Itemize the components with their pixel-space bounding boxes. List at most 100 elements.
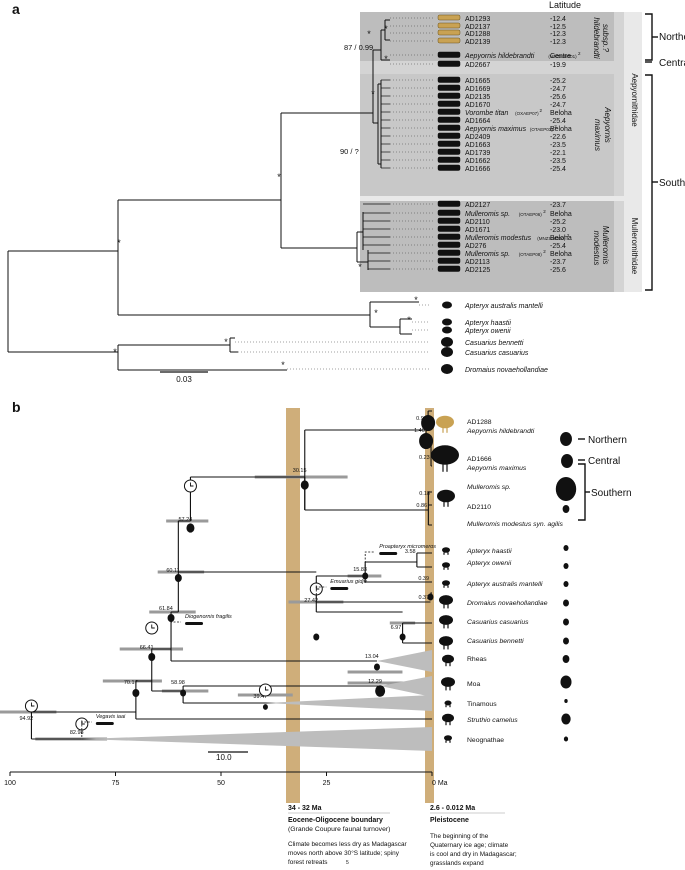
taxon-name-a: AD2127 bbox=[465, 202, 490, 209]
region-central-a: Central bbox=[659, 58, 685, 69]
axis-tick-label: 75 bbox=[112, 780, 120, 787]
support-87: 87 / 0.99 bbox=[344, 43, 373, 52]
branch-casuar bbox=[117, 344, 287, 371]
body bbox=[431, 445, 459, 465]
node-age: 12.29 bbox=[368, 679, 382, 685]
latitude-value: -25.2 bbox=[550, 78, 566, 85]
bone-icon bbox=[437, 217, 461, 224]
latitude-header: Latitude bbox=[549, 0, 581, 10]
node-age: 0.23 bbox=[419, 455, 430, 461]
event1-sub2: (Grande Coupure faunal turnover) bbox=[288, 826, 390, 833]
event2-line1: The beginning of the bbox=[430, 833, 489, 840]
rate-node-dot bbox=[148, 652, 156, 662]
event1-line1: Climate becomes less dry as Madagascar bbox=[288, 841, 408, 848]
branch-casuarius bbox=[229, 337, 238, 353]
support-asterisk: * bbox=[371, 89, 375, 99]
emu-icon bbox=[441, 364, 453, 374]
rate-node-dot bbox=[421, 414, 436, 432]
latitude-value: -23.0 bbox=[550, 227, 566, 234]
taxon-name-a: AD1666 bbox=[465, 166, 490, 173]
reference-sup: 2 bbox=[554, 124, 557, 129]
branch-root bbox=[30, 711, 136, 740]
body-size-dot bbox=[560, 432, 572, 446]
taxon-name-a: AD1739 bbox=[465, 150, 490, 157]
body bbox=[442, 562, 450, 568]
node-age: 3.58 bbox=[405, 549, 416, 555]
reference-sup: 2 bbox=[543, 249, 546, 254]
label-mulleromis: Mulleromis bbox=[601, 226, 610, 265]
branch-apteryx-2 bbox=[399, 318, 412, 335]
body-size-dot bbox=[563, 581, 569, 587]
clock-icon bbox=[258, 683, 272, 697]
latitude-value: -12.3 bbox=[550, 39, 566, 46]
node-age: 13.04 bbox=[365, 654, 379, 660]
region-southern-a: Southern bbox=[659, 178, 685, 189]
tip-name-b: Apteryx australis mantelli bbox=[466, 581, 543, 588]
support-90: 90 / ? bbox=[340, 147, 359, 156]
reference-sup: 2 bbox=[567, 233, 570, 238]
node-age: 66.41 bbox=[140, 645, 154, 651]
node-age: 82.98 bbox=[70, 730, 84, 736]
support-asterisk: * bbox=[384, 54, 388, 64]
body-size-dot bbox=[562, 505, 570, 513]
fossil-branch bbox=[81, 721, 92, 737]
clock-icon bbox=[145, 621, 159, 635]
reference-sup: 2 bbox=[543, 209, 546, 214]
specimen-code: (OTAEP03) bbox=[530, 127, 553, 132]
fossil-name: Proapteryx micromeros bbox=[379, 544, 436, 550]
clock-icon bbox=[183, 479, 197, 493]
rate-node-dot bbox=[427, 593, 434, 601]
panel-b-label: b bbox=[12, 399, 21, 415]
clock-hands bbox=[151, 624, 155, 629]
ostrich-icon bbox=[442, 713, 454, 726]
taxon-name-a: AD1665 bbox=[465, 78, 490, 85]
latitude-value: Beloha bbox=[550, 211, 572, 218]
outgroup-name: Dromaius novaehollandiae bbox=[465, 367, 548, 374]
bone-icon bbox=[437, 209, 461, 216]
taxon-name-a: AD2137 bbox=[465, 24, 490, 31]
rate-node-dot bbox=[375, 685, 386, 697]
latitude-value: Beloha bbox=[550, 126, 572, 133]
label-aepyornithidae: Aepyornithidae bbox=[630, 73, 639, 127]
taxon-name-a: AD2135 bbox=[465, 94, 490, 101]
rate-node-dot bbox=[180, 689, 187, 697]
rate-node-dot bbox=[167, 613, 175, 623]
clock-hands bbox=[264, 686, 269, 691]
outgroup-name: Casuarius casuarius bbox=[465, 350, 529, 357]
region-brackets-a bbox=[645, 13, 658, 291]
taxon-name-a: AD2409 bbox=[465, 134, 490, 141]
panel-a-label: a bbox=[12, 1, 20, 17]
tip-name-b: Casuarius casuarius bbox=[467, 619, 529, 626]
latitude-value: -23.7 bbox=[550, 202, 566, 209]
axis-tick-label: 25 bbox=[323, 780, 331, 787]
taxon-name-a: Mulleromis sp. bbox=[465, 211, 510, 218]
tip-name-b: Tinamous bbox=[467, 701, 497, 708]
cassowary-icon bbox=[441, 337, 453, 347]
taxon-name-a: AD1293 bbox=[465, 16, 490, 23]
cassowary-icon bbox=[441, 347, 453, 357]
axis-tick-label: 50 bbox=[217, 780, 225, 787]
taxon-name-a: AD1663 bbox=[465, 142, 490, 149]
kiwi-icon bbox=[442, 562, 450, 570]
body bbox=[439, 615, 453, 625]
taxon-name-a: AD2667 bbox=[465, 62, 490, 69]
tip-name-b: Casuarius bennetti bbox=[467, 638, 524, 645]
region-southern-b: Southern bbox=[591, 488, 632, 499]
bone-icon bbox=[437, 37, 461, 44]
body bbox=[442, 580, 450, 586]
event-eocene-oligocene: 34 - 32 Ma Eocene-Oligocene boundary (Gr… bbox=[288, 805, 408, 866]
branch-mid bbox=[177, 520, 317, 612]
body-size-dot bbox=[555, 477, 577, 501]
body bbox=[444, 735, 452, 741]
body bbox=[441, 677, 455, 687]
tip-name-b: Dromaius novaehollandiae bbox=[467, 600, 548, 607]
fossil-bone-icon bbox=[185, 622, 204, 625]
fossil-name: Vegavis iaai bbox=[96, 714, 126, 720]
tree-panel-a: ************* bbox=[7, 17, 434, 371]
support-asterisk: * bbox=[374, 308, 378, 318]
latitude-value: -12.3 bbox=[550, 31, 566, 38]
body bbox=[442, 547, 450, 553]
latitude-value: -25.2 bbox=[550, 219, 566, 226]
specimen-code: (OTAEP06) bbox=[519, 212, 542, 217]
